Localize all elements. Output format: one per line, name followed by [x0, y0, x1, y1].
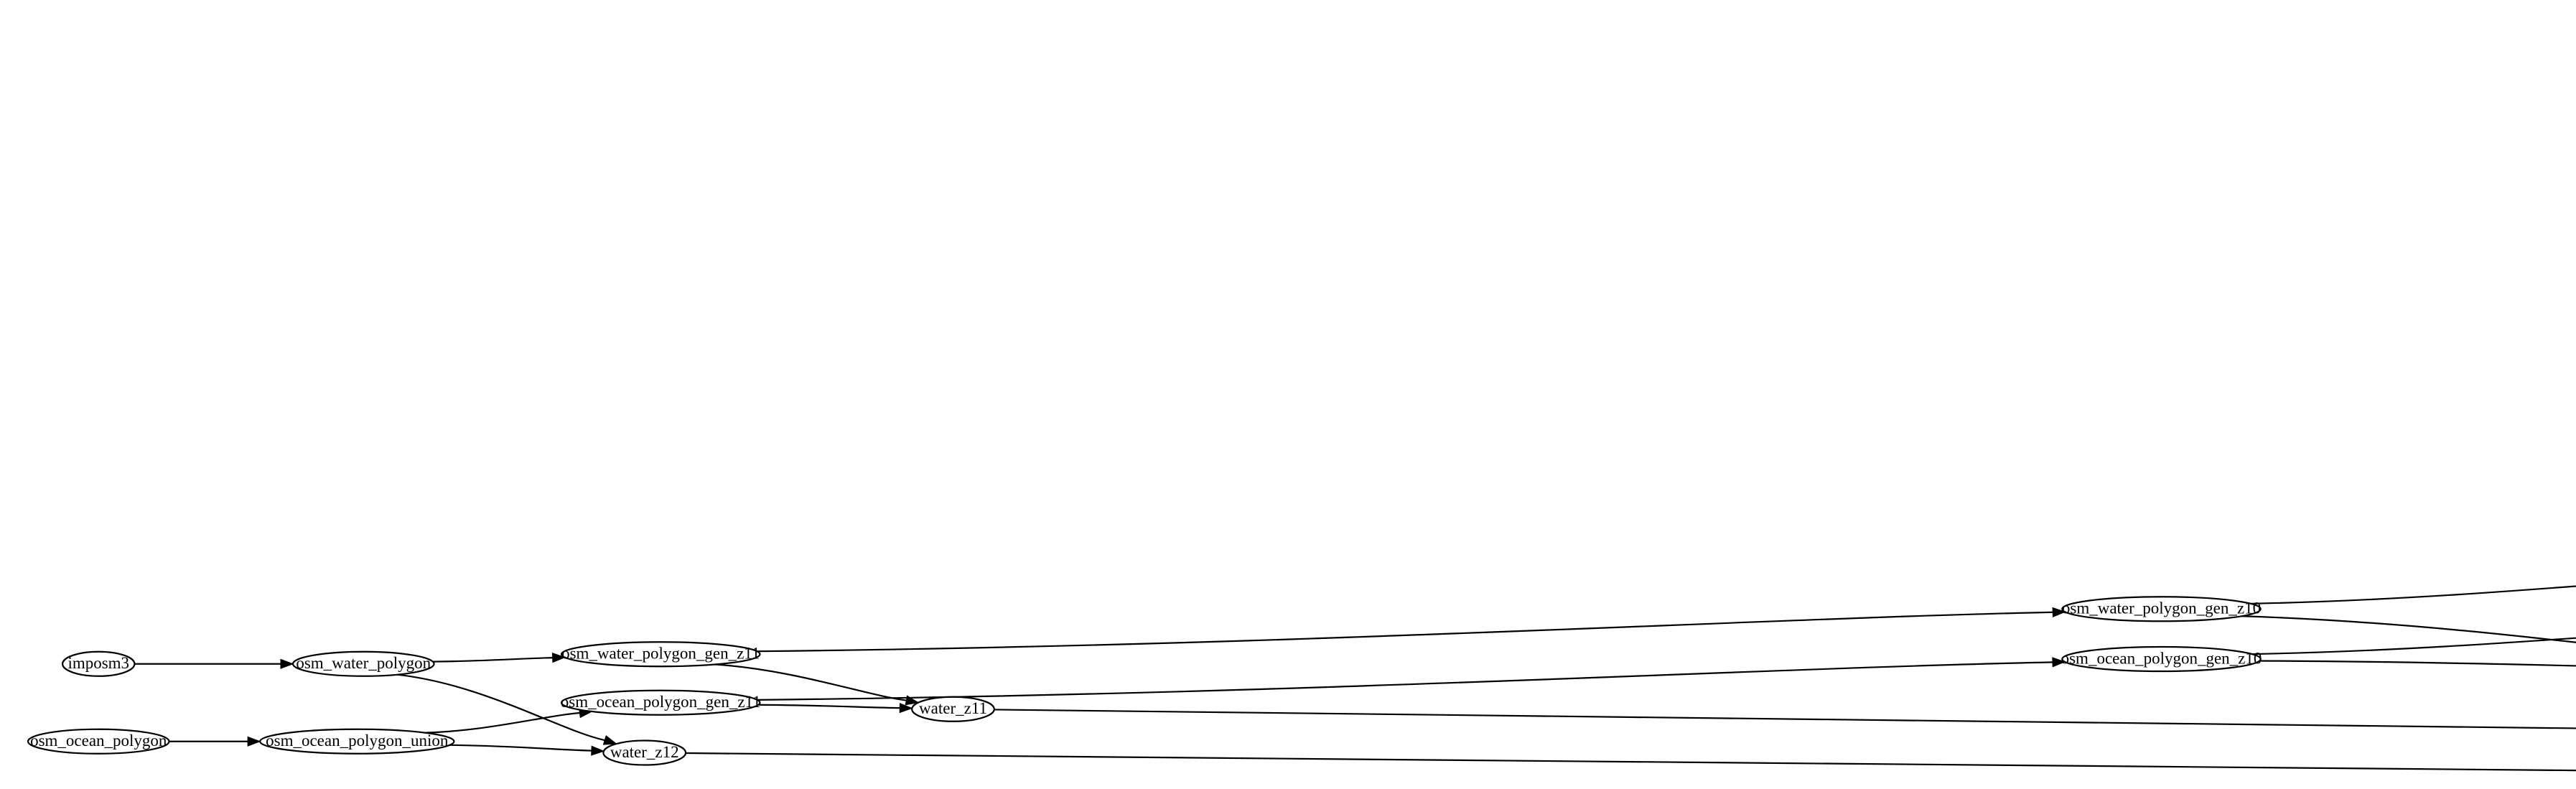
- arrow-head: [551, 653, 566, 663]
- node-ellipse: [911, 696, 995, 722]
- graph-node-osm_water_polygon[interactable]: osm_water_polygon: [291, 650, 435, 677]
- node-ellipse: [61, 650, 136, 677]
- edge-osm_ocean_polygon_gen_z11-to-osm_ocean_polygon_gen_z10: [757, 661, 2054, 701]
- node-label: osm_ocean_polygon_union: [266, 732, 449, 750]
- edge-water_z12-to-layer_water-z12: [686, 752, 2576, 767]
- graph-node-osm_water_polygon_gen_z10[interactable]: osm_water_polygon_gen_z10: [2061, 596, 2262, 622]
- edge-water_z11-to-layer_water-z11: [994, 709, 2576, 725]
- arrow-head: [247, 736, 261, 747]
- edge-osm_ocean_polygon_gen_z10-to-water_z10: [2259, 660, 2576, 667]
- node-ellipse: [560, 641, 761, 668]
- arrow-head: [591, 745, 605, 756]
- node-ellipse: [602, 739, 687, 766]
- arrow-head: [2052, 607, 2066, 617]
- arrow-head: [280, 658, 294, 669]
- node-label: osm_water_polygon: [296, 654, 431, 672]
- node-label: water_z11: [919, 699, 987, 717]
- edge-osm_water_polygon_gen_z11-to-osm_water_polygon_gen_z10: [757, 611, 2054, 653]
- edge-osm_ocean_polygon_union-to-water_z12: [449, 744, 592, 752]
- edge-osm_ocean_polygon_gen_z11-to-water_z11: [758, 704, 901, 709]
- node-label: osm_ocean_polygon: [30, 732, 167, 750]
- graph-node-osm_ocean_polygon[interactable]: osm_ocean_polygon: [27, 728, 170, 755]
- arrow-head: [899, 702, 913, 714]
- node-ellipse: [2061, 645, 2262, 673]
- node-label: water_z12: [610, 743, 679, 761]
- node-label: osm_ocean_polygon_gen_z10: [2061, 649, 2262, 667]
- edge-osm_water_polygon-to-water_z12: [397, 673, 606, 742]
- graph-node-osm_ocean_polygon_gen_z10[interactable]: osm_ocean_polygon_gen_z10: [2061, 645, 2262, 673]
- node-label: osm_water_polygon_gen_z11: [561, 645, 760, 663]
- edge-osm_water_polygon-to-osm_water_polygon_gen_z11: [432, 657, 554, 663]
- node-label: osm_ocean_polygon_gen_z11: [561, 693, 761, 711]
- node-ellipse: [259, 728, 455, 755]
- node-label: osm_water_polygon_gen_z10: [2062, 599, 2261, 617]
- edge-osm_water_polygon_gen_z10-to-water_z10: [2241, 615, 2576, 643]
- arrow-head: [2052, 657, 2066, 668]
- node-label: imposm3: [67, 654, 129, 672]
- edge-osm_water_polygon_gen_z10-to-osm_water_polygon_gen_z9: [2250, 585, 2576, 604]
- graph-node-osm_ocean_polygon_union[interactable]: osm_ocean_polygon_union: [259, 728, 455, 755]
- edge-osm_ocean_polygon_gen_z10-to-osm_ocean_polygon_gen_z9: [2251, 637, 2576, 655]
- nodes-layer: ne_110m_oceanne_110m_ocean_gen_z1ne_110m…: [27, 596, 2262, 766]
- edges-layer: [134, 585, 2576, 767]
- edge-osm_ocean_polygon_union-to-osm_ocean_polygon_gen_z11: [425, 711, 581, 734]
- graph-node-osm_ocean_polygon_gen_z11[interactable]: osm_ocean_polygon_gen_z11: [560, 689, 761, 716]
- graph-node-water_z11[interactable]: water_z11: [911, 696, 995, 722]
- graph-node-water_z12[interactable]: water_z12: [602, 739, 687, 766]
- graph-node-osm_water_polygon_gen_z11[interactable]: osm_water_polygon_gen_z11: [560, 641, 761, 668]
- node-ellipse: [291, 650, 435, 677]
- graph-node-imposm3[interactable]: imposm3: [61, 650, 136, 677]
- node-ellipse: [2061, 596, 2262, 622]
- node-ellipse: [560, 689, 761, 716]
- arrow-head: [602, 735, 617, 745]
- node-ellipse: [27, 728, 170, 755]
